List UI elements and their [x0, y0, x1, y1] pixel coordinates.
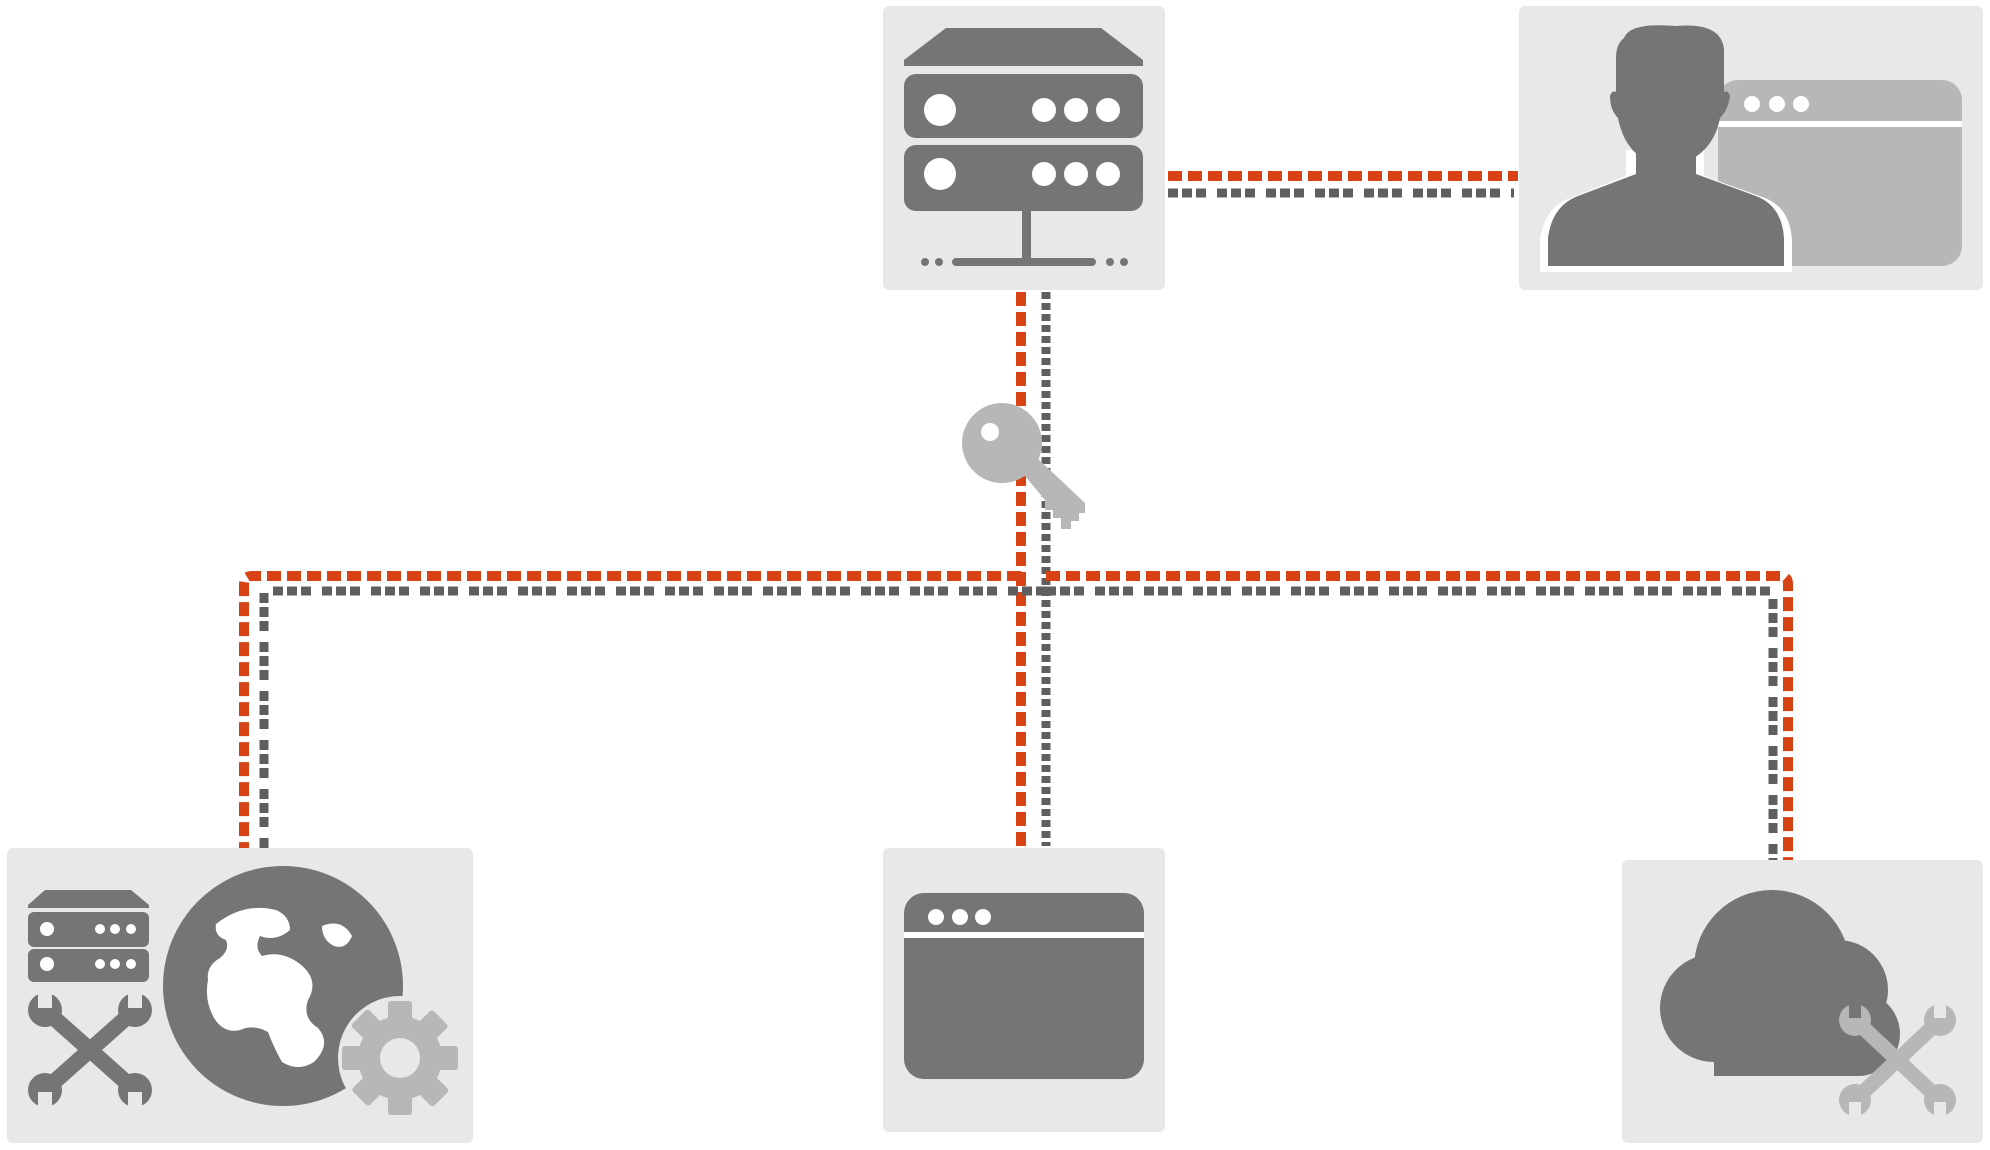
server-icon [904, 28, 1143, 266]
wrench-cross-icon [1839, 998, 1956, 1122]
mini-server-icon [28, 890, 149, 982]
connector-orange-line [1046, 571, 1793, 860]
connector-orange-line [239, 571, 1021, 848]
connector-gray-line [1046, 586, 1778, 860]
browser-window-node [883, 848, 1165, 1132]
cloud-tools-node [1622, 860, 1983, 1143]
admin-user-node [1519, 6, 1983, 290]
server-node [883, 6, 1165, 290]
connector-server-to-web-services [239, 571, 1046, 848]
connector-trunk [1016, 292, 1051, 846]
gear-icon [338, 996, 462, 1120]
web-services-tools-node [7, 848, 473, 1143]
wrench-cross-icon [28, 986, 152, 1114]
key-icon [962, 403, 1085, 529]
connector-server-to-cloud [1046, 571, 1793, 860]
user-silhouette-icon [1540, 25, 1792, 272]
browser-window-icon [904, 893, 1144, 1079]
connector-gray-line [259, 586, 1046, 848]
connector-server-to-admin [1168, 171, 1518, 198]
